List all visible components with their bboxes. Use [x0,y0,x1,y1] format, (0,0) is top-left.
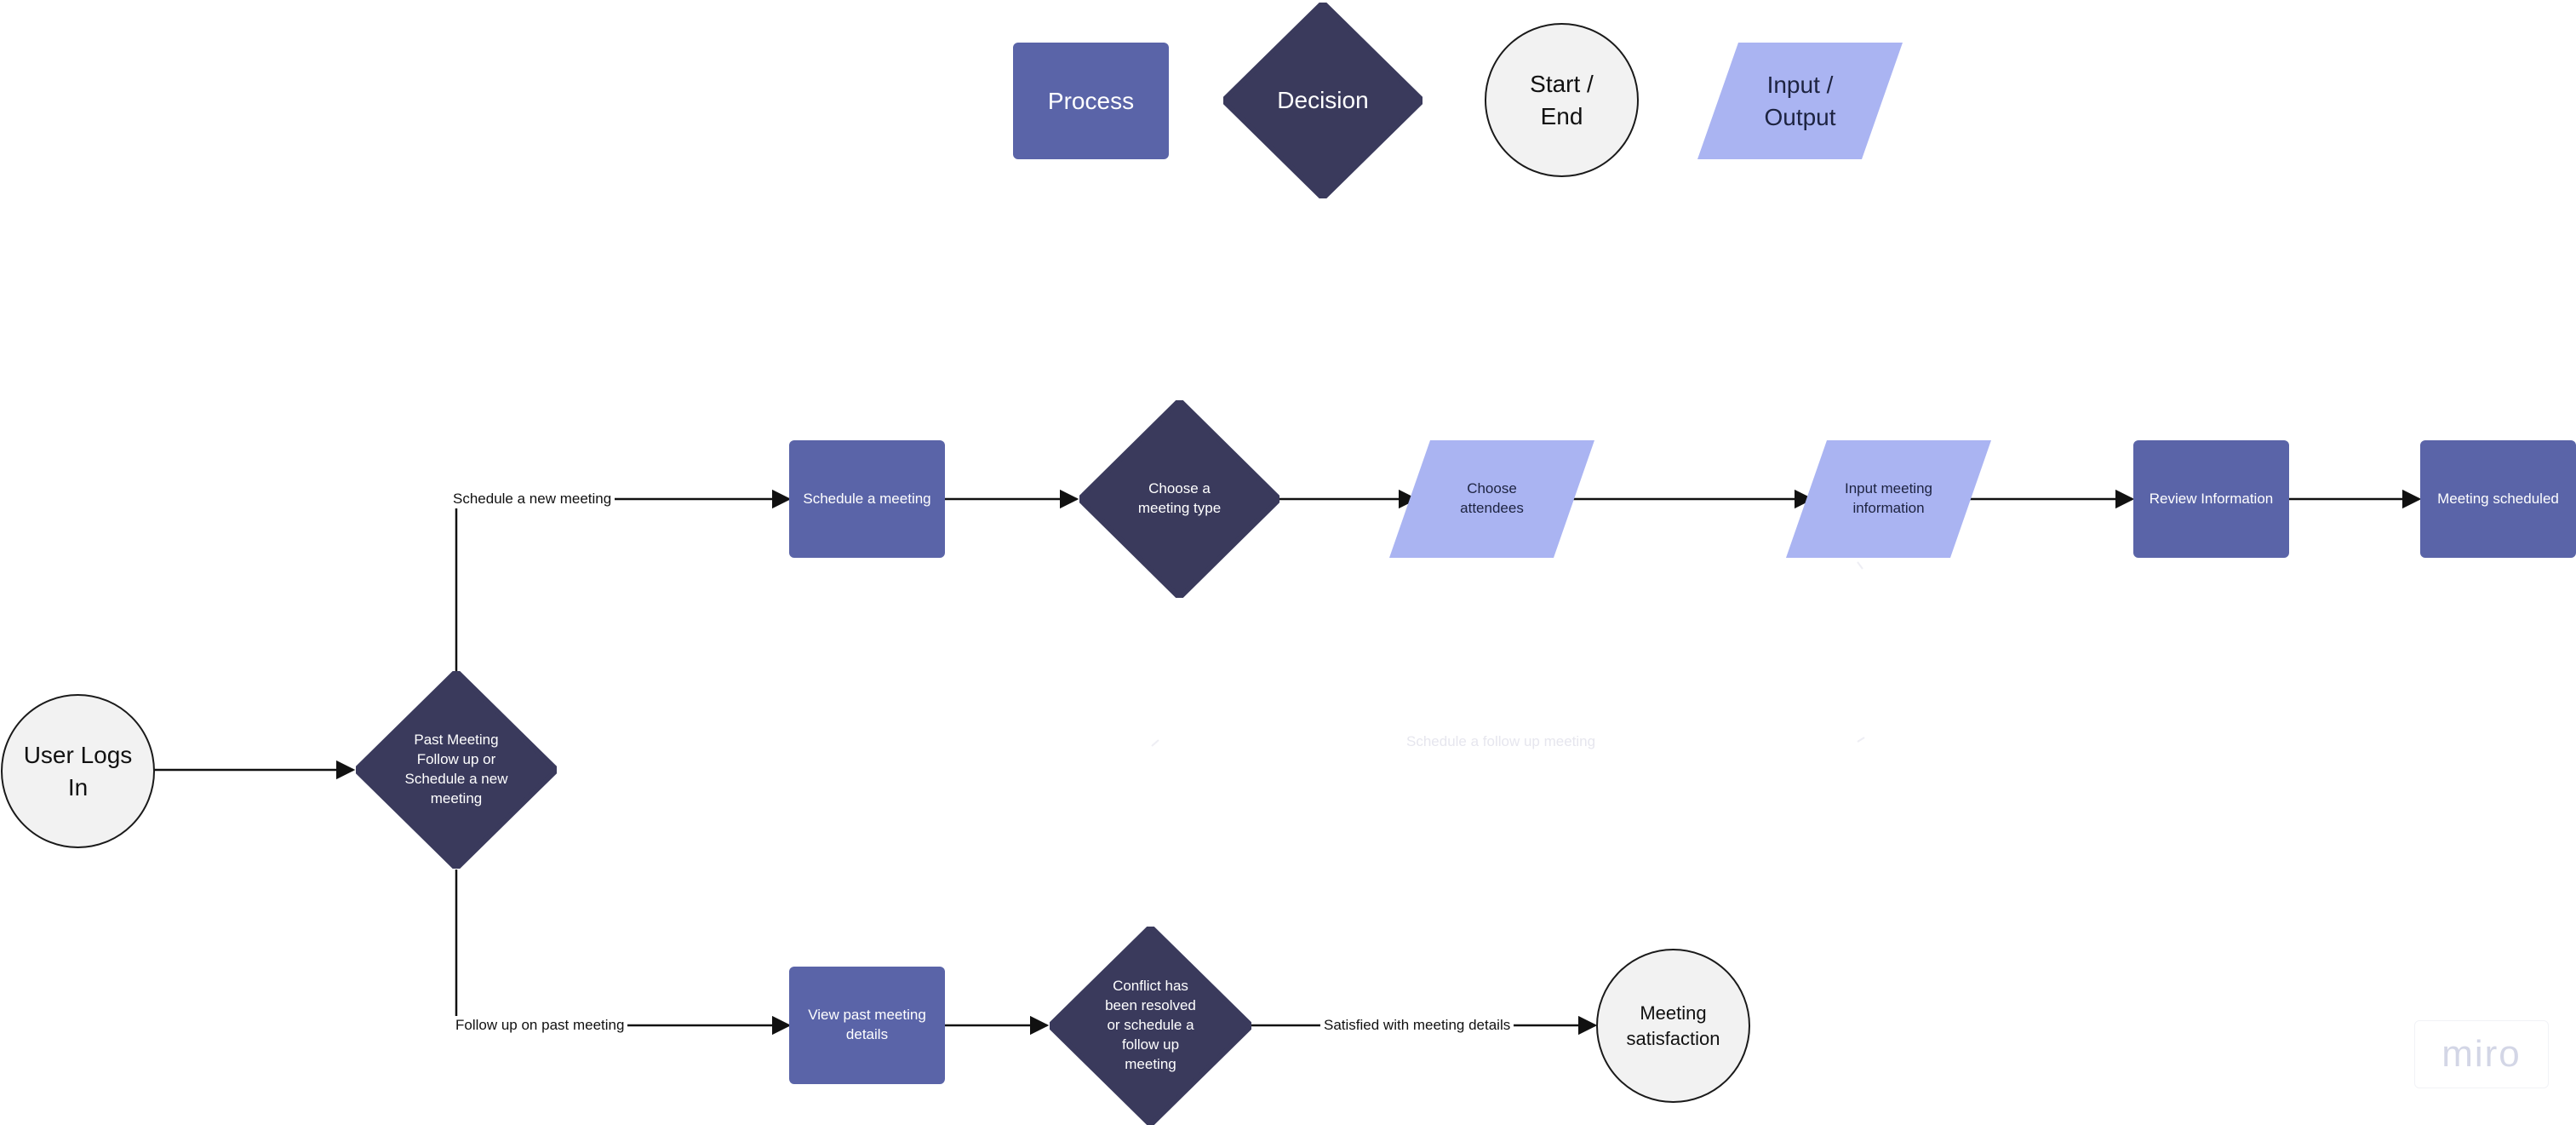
io-input-meeting-info-label: Input meeting information [1844,480,1932,516]
process-review-information: Review Information [2133,440,2289,558]
edge-label-schedule-new: Schedule a new meeting [449,490,615,508]
legend-decision-diamond [1223,3,1423,198]
end-meeting-satisfaction-label: Meeting satisfaction [1626,1002,1720,1049]
edge-faint-follow-up [1151,561,1865,747]
process-view-past-meeting: View past meeting details [789,967,945,1084]
process-meeting-scheduled: Meeting scheduled [2420,440,2576,558]
decision-past-or-new: Past Meeting Follow up or Schedule a new… [356,671,557,869]
legend-input-output-parallelogram [1697,43,1903,159]
io-choose-attendees-label: Choose attendees [1460,480,1524,516]
io-input-meeting-info: Input meeting information [1786,440,1991,558]
miro-logo: miro [2414,1020,2549,1088]
legend-decision-shape: Decision [1223,3,1423,198]
legend-start-end-label: Start / End [1530,70,1594,129]
start-user-logs-in-label: User Logs In [23,741,133,801]
decision-meeting-type-diamond [1079,400,1279,598]
io-choose-attendees: Choose attendees [1389,440,1594,558]
legend-decision-label: Decision [1277,87,1369,114]
process-schedule-meeting-label: Schedule a meeting [803,490,931,507]
legend-start-end-shape: Start / End [1485,23,1639,177]
decision-conflict-resolved-diamond [1050,927,1251,1125]
process-view-past-meeting-label: View past meeting details [808,1007,926,1042]
edge-label-satisfied: Satisfied with meeting details [1320,1016,1514,1035]
decision-conflict-resolved: Conflict has been resolved or schedule a… [1050,927,1251,1125]
decision-meeting-type-label: Choose a meeting type [1137,480,1222,516]
decision-conflict-resolved-label: Conflict has been resolved or schedule a… [1105,978,1196,1072]
decision-past-or-new-diamond [356,671,557,869]
edge-decision-to-past [455,870,792,1036]
decision-past-or-new-label: Past Meeting Follow up or Schedule a new… [404,732,508,806]
decision-meeting-type: Choose a meeting type [1079,400,1279,598]
process-schedule-meeting: Schedule a meeting [789,440,945,558]
legend-input-output-label: Input / Output [1764,71,1836,130]
end-meeting-satisfaction: Meeting satisfaction [1596,949,1750,1103]
start-user-logs-in: User Logs In [1,694,155,848]
edge-label-faint-follow-up: Schedule a follow up meeting [1406,733,1596,749]
legend-input-output-shape: Input / Output [1697,43,1903,159]
io-input-meeting-info-parallelogram [1786,440,1991,558]
legend-process-shape: Process [1013,43,1169,159]
edge-decision-to-schedule [455,489,792,671]
legend-process-label: Process [1047,87,1135,114]
process-review-information-label: Review Information [2149,490,2274,507]
io-choose-attendees-parallelogram [1389,440,1594,558]
process-meeting-scheduled-label: Meeting scheduled [2437,490,2559,507]
edge-label-follow-up-past: Follow up on past meeting [452,1016,628,1035]
